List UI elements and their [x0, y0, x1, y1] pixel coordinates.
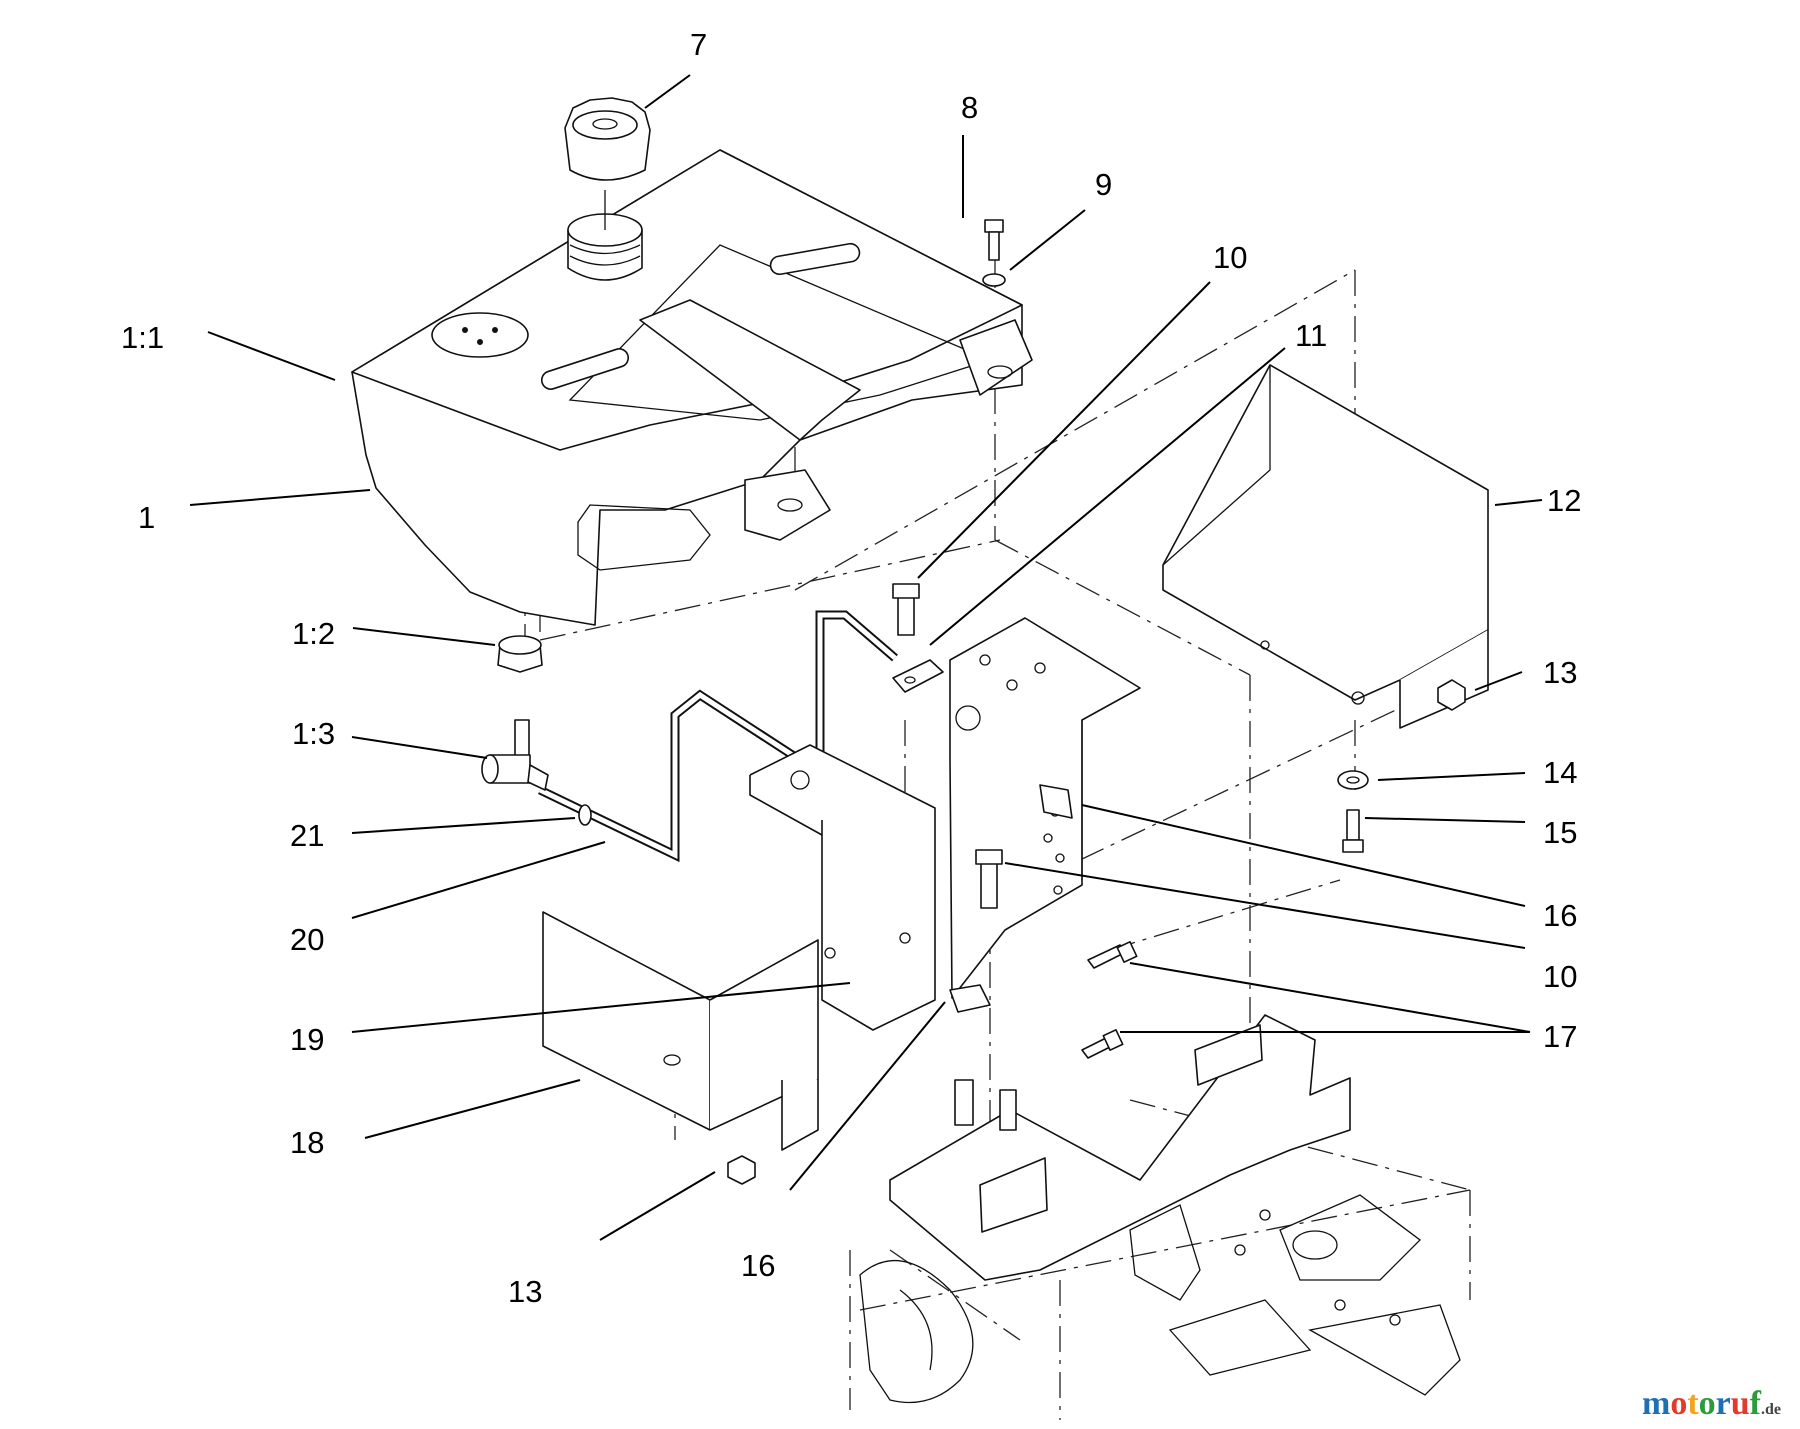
clip-16-upper: [1039, 784, 1073, 819]
callout-13: 13: [1543, 655, 1577, 690]
watermark-letter: o: [1670, 1385, 1687, 1422]
fitting-11: [892, 659, 944, 693]
fuel-tank: [351, 149, 1033, 626]
grommet: [497, 635, 543, 673]
bolt-8: [984, 219, 1004, 261]
bolt-15: [1342, 809, 1364, 853]
washer-14: [1337, 770, 1369, 790]
svg-text:motoruf.de: motoruf.de: [1642, 1385, 1781, 1422]
hose-clamp: [578, 804, 592, 826]
bolt-10-lower: [975, 849, 1003, 909]
bolt-10-upper: [892, 583, 920, 636]
heat-shield: [1162, 364, 1489, 729]
callout-17: 17: [1543, 1019, 1577, 1054]
leader-lines: [189, 74, 1543, 1241]
callout-12: 12: [1547, 483, 1581, 518]
watermark-suffix: .de: [1761, 1401, 1781, 1418]
nut-13-left: [727, 1155, 756, 1185]
watermark-letter: m: [1642, 1385, 1670, 1422]
callout-1: 1: [138, 500, 155, 535]
mounting-bracket: [749, 744, 936, 1031]
watermark-letter: f: [1750, 1385, 1762, 1422]
chassis: [859, 1014, 1461, 1404]
callout-1-2: 1:2: [292, 616, 335, 651]
watermark-letter: u: [1731, 1385, 1750, 1422]
callout-1-3: 1:3: [292, 716, 335, 751]
fuel-fitting: [481, 719, 549, 791]
callout-11: 11: [1295, 318, 1327, 353]
clip-16-lower: [949, 984, 991, 1013]
lower-shield: [542, 911, 819, 1151]
callout-10: 10: [1213, 240, 1247, 275]
bolt-17-a: [1087, 940, 1138, 969]
callout-20: 20: [290, 922, 324, 957]
callout-labels: 7 8 9 10 11 1:1 1 12 1:2 13 1:3 14 21 15…: [121, 27, 1581, 1309]
callout-18: 18: [290, 1125, 324, 1160]
watermark-letter: t: [1687, 1385, 1699, 1422]
watermark-logo: motoruf.de: [1642, 1385, 1781, 1422]
callout-8: 8: [961, 90, 978, 125]
callout-19: 19: [290, 1022, 324, 1057]
watermark-letter: o: [1699, 1385, 1716, 1422]
bolt-17-b: [1081, 1028, 1124, 1059]
callout-16: 16: [1543, 898, 1577, 933]
callout-10: 10: [1543, 959, 1577, 994]
callout-13: 13: [508, 1274, 542, 1309]
fuel-cap: [564, 97, 651, 230]
nut-13-right: [1437, 679, 1466, 711]
callout-9: 9: [1095, 167, 1112, 202]
watermark-letter: r: [1716, 1385, 1731, 1422]
callout-16: 16: [741, 1248, 775, 1283]
callout-21: 21: [290, 818, 324, 853]
callout-15: 15: [1543, 815, 1577, 850]
callout-1-1: 1:1: [121, 320, 164, 355]
callout-14: 14: [1543, 755, 1577, 790]
washer-9: [982, 273, 1006, 287]
callout-7: 7: [690, 27, 707, 62]
